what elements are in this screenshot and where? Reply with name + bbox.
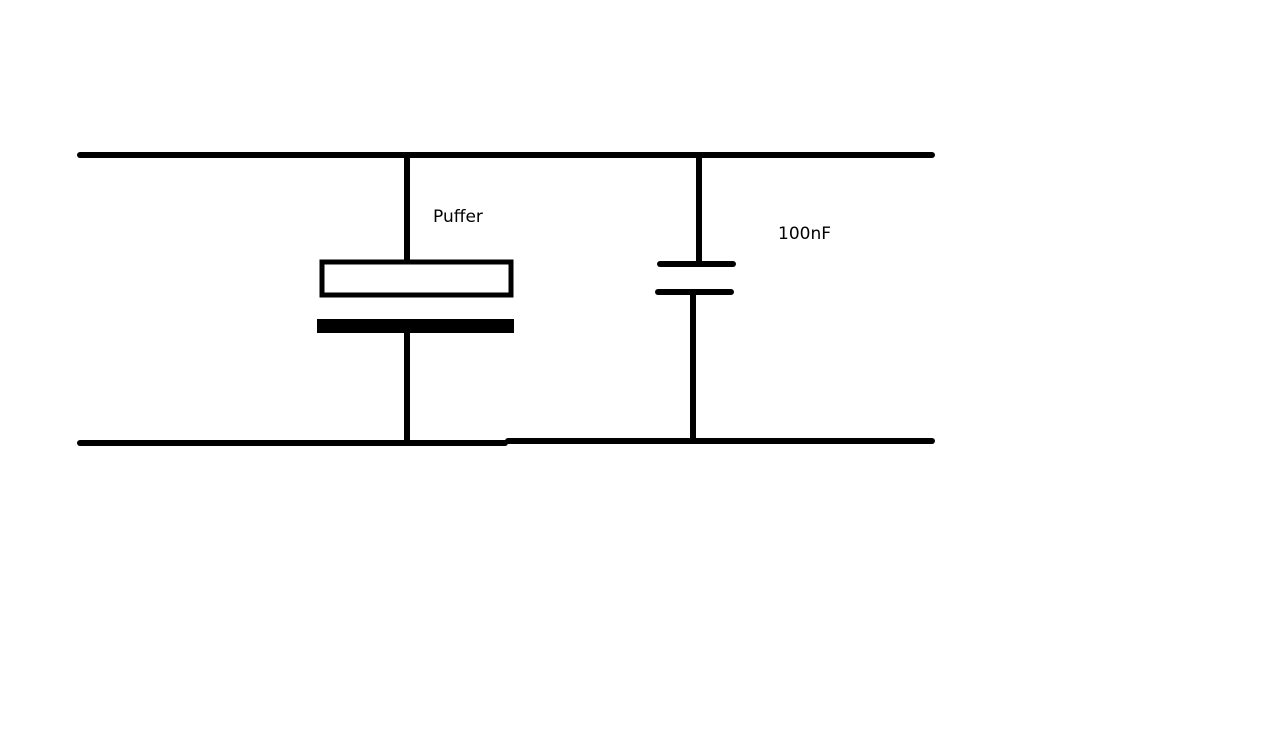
decoupling-capacitor [655,152,736,444]
buffer-capacitor-plate-negative [317,319,514,333]
bottom-rail [77,438,935,446]
buffer-capacitor-plate-positive [319,259,514,298]
decoupling-capacitor-label: 100nF [778,224,832,244]
buffer-capacitor-label: Puffer [433,207,483,227]
buffer-capacitor [317,152,514,446]
